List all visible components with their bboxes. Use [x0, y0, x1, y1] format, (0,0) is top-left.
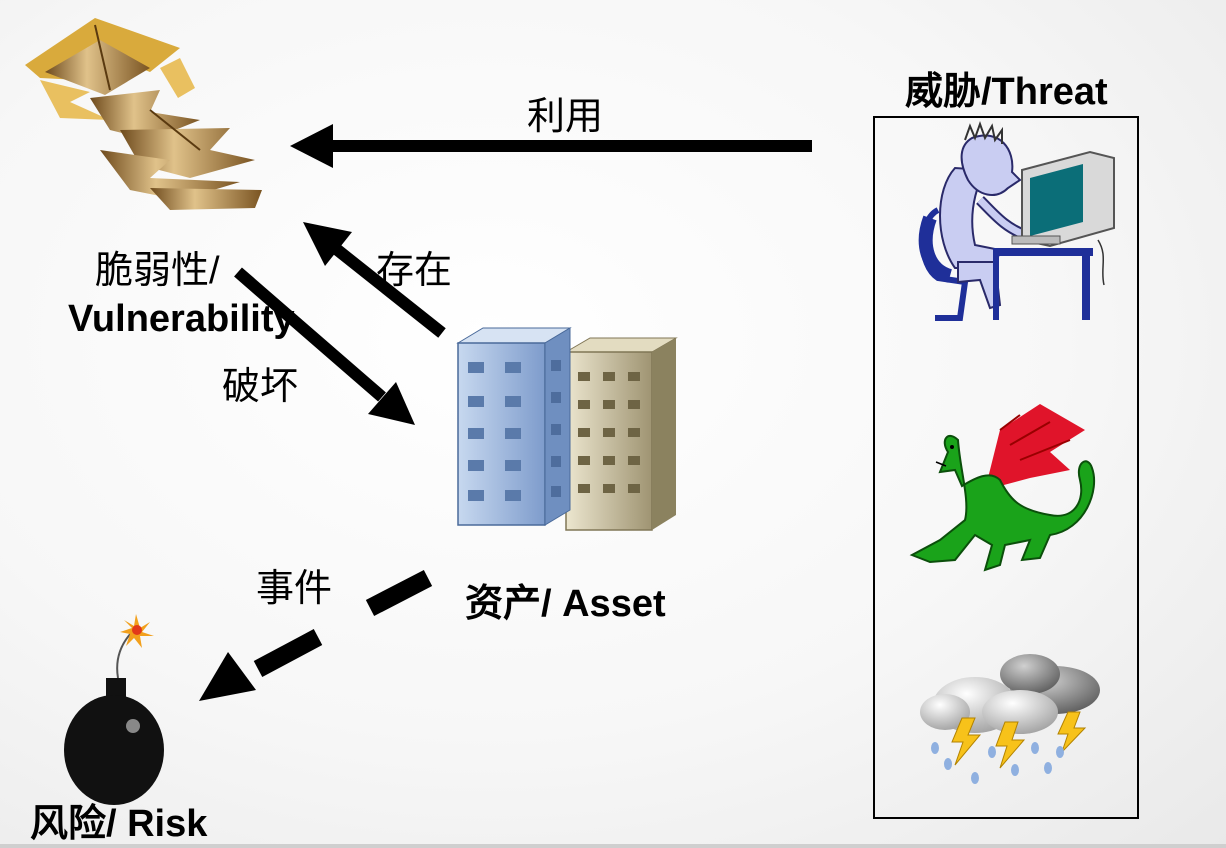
- storm-cloud-icon: [920, 654, 1100, 784]
- threat-box: [873, 116, 1139, 819]
- dragon-icon: [909, 404, 1096, 572]
- incident-arrow: [199, 570, 433, 701]
- asset-label: 资产/ Asset: [465, 583, 666, 625]
- hacker-at-computer-icon: [918, 121, 1115, 321]
- exploit-label: 利用: [527, 96, 604, 138]
- bomb-icon: [64, 614, 164, 805]
- threat-label: 威胁/Threat: [905, 71, 1108, 113]
- exploit-arrow: [290, 124, 812, 168]
- damage-label: 破坏: [222, 366, 299, 408]
- exists-label: 存在: [376, 250, 453, 292]
- office-buildings-icon: [456, 327, 678, 531]
- damage-arrow: [234, 267, 415, 425]
- cracked-wall-icon: [25, 18, 262, 210]
- risk-label: 风险/ Risk: [30, 803, 208, 845]
- vulnerability-label-cn: 脆弱性/: [95, 250, 220, 292]
- bottom-divider: [0, 844, 1226, 848]
- exists-arrow: [303, 222, 446, 338]
- vulnerability-label-en: Vulnerability: [68, 298, 295, 340]
- incident-label: 事件: [256, 568, 333, 610]
